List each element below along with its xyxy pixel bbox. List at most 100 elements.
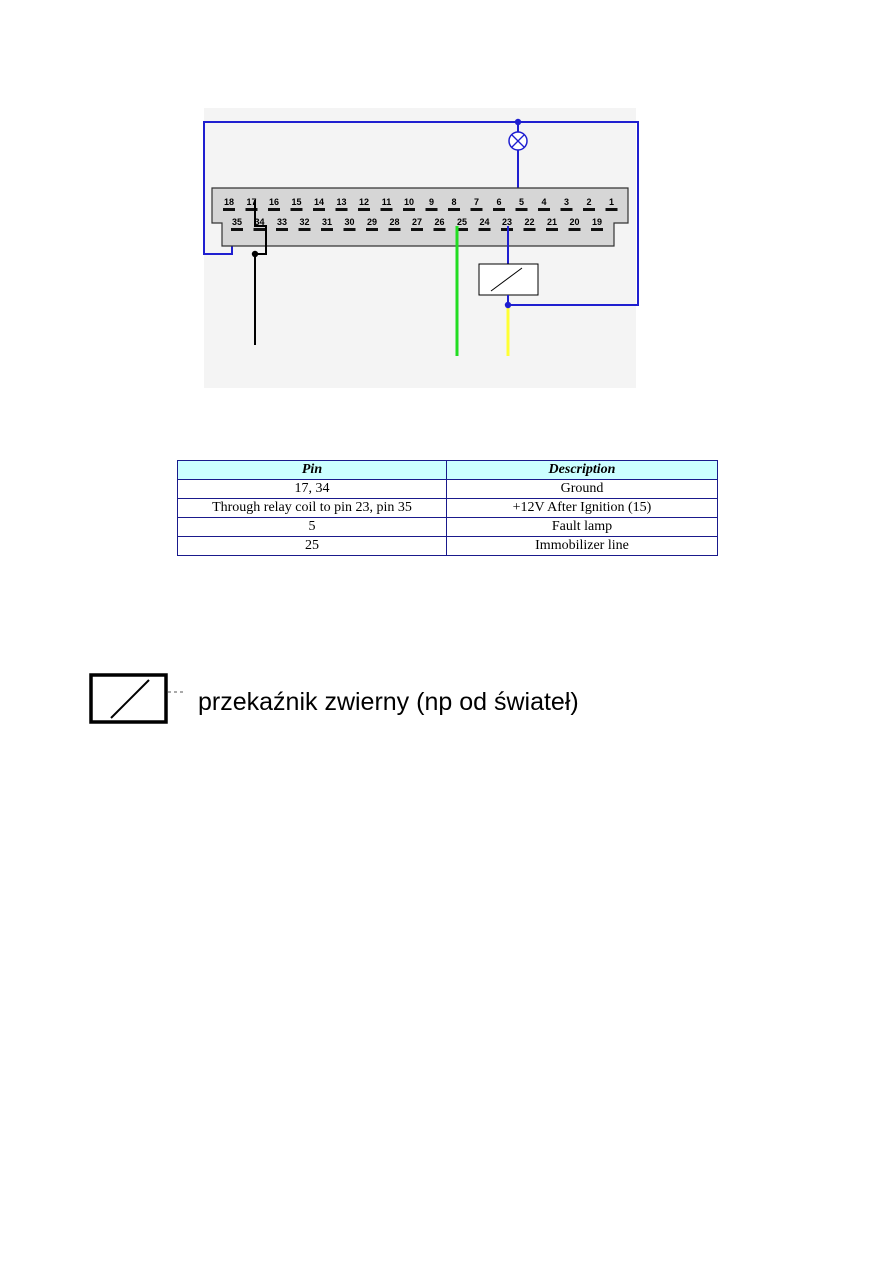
header-pin: Pin <box>177 460 447 480</box>
cell-description: +12V After Ignition (15) <box>446 498 718 518</box>
top-pin-marker-13 <box>335 208 348 211</box>
top-pin-marker-3 <box>560 208 573 211</box>
blue-loop-wire <box>203 121 639 306</box>
bottom-pin-label-19: 19 <box>592 217 602 227</box>
bottom-pin-label-23: 23 <box>502 217 512 227</box>
bottom-pin-label-31: 31 <box>322 217 332 227</box>
top-pin-label-3: 3 <box>564 197 569 207</box>
top-pin-label-2: 2 <box>586 197 591 207</box>
diagram-background <box>204 108 636 388</box>
bottom-pin-marker-34 <box>253 228 266 231</box>
bottom-pin-label-27: 27 <box>412 217 422 227</box>
top-pin-marker-8 <box>448 208 460 211</box>
cell-pin: 5 <box>177 517 447 537</box>
top-pin-marker-15 <box>290 208 303 211</box>
bottom-pin-marker-21 <box>546 228 558 231</box>
top-pin-label-11: 11 <box>382 197 392 207</box>
top-pin-label-6: 6 <box>496 197 501 207</box>
table-row: 17, 34 Ground <box>177 479 718 499</box>
legend-label: przekaźnik zwierny (np od świateł) <box>198 688 579 716</box>
bottom-pin-label-28: 28 <box>389 217 399 227</box>
bottom-pin-marker-25 <box>456 228 468 231</box>
top-pin-marker-11 <box>380 208 393 211</box>
cell-pin: 17, 34 <box>177 479 447 499</box>
top-pin-marker-12 <box>358 208 370 211</box>
bottom-pin-marker-19 <box>591 228 603 231</box>
bottom-pin-marker-32 <box>298 228 311 231</box>
bottom-pin-label-33: 33 <box>277 217 287 227</box>
top-pin-marker-9 <box>425 208 438 211</box>
bottom-pin-marker-28 <box>388 228 401 231</box>
ecu-connector <box>211 187 629 247</box>
junction-dot-top <box>514 118 522 126</box>
bottom-pin-marker-31 <box>321 228 333 231</box>
top-pin-label-9: 9 <box>429 197 434 207</box>
fault-lamp-symbol <box>508 131 528 151</box>
top-pin-label-17: 17 <box>246 197 256 207</box>
bottom-pin-marker-35 <box>231 228 243 231</box>
table-row: 25 Immobilizer line <box>177 536 718 556</box>
bottom-pin-marker-26 <box>433 228 446 231</box>
legend-relay-symbol <box>89 673 168 724</box>
top-pin-marker-10 <box>403 208 415 211</box>
top-pin-label-14: 14 <box>314 197 324 207</box>
cell-pin: Through relay coil to pin 23, pin 35 <box>177 498 447 518</box>
top-pin-marker-1 <box>605 208 618 211</box>
top-pin-label-15: 15 <box>291 197 301 207</box>
cell-description: Ground <box>446 479 718 499</box>
connector-bottom-row: 35 34 33 32 31 30 29 28 27 26 25 24 23 22 21 20 19 <box>231 217 603 231</box>
bottom-pin-marker-20 <box>568 228 581 231</box>
table-row: Through relay coil to pin 23, pin 35 +12… <box>177 498 718 518</box>
top-pin-label-18: 18 <box>224 197 234 207</box>
header-description: Description <box>446 460 718 480</box>
top-pin-marker-17 <box>245 208 258 211</box>
bottom-pin-marker-29 <box>366 228 378 231</box>
top-pin-marker-16 <box>268 208 280 211</box>
top-pin-label-16: 16 <box>269 197 279 207</box>
bottom-pin-label-22: 22 <box>524 217 534 227</box>
top-pin-label-13: 13 <box>336 197 346 207</box>
top-pin-marker-6 <box>493 208 505 211</box>
table-row: 5 Fault lamp <box>177 517 718 537</box>
top-pin-label-7: 7 <box>474 197 479 207</box>
relay-coil-diagonal <box>490 267 523 292</box>
bottom-pin-label-35: 35 <box>232 217 242 227</box>
top-pin-marker-2 <box>583 208 595 211</box>
top-pin-label-12: 12 <box>359 197 369 207</box>
bottom-pin-label-34: 34 <box>254 217 264 227</box>
cell-pin: 25 <box>177 536 447 556</box>
top-pin-marker-18 <box>223 208 235 211</box>
top-pin-marker-5 <box>515 208 528 211</box>
top-pin-label-5: 5 <box>519 197 524 207</box>
top-pin-marker-14 <box>313 208 325 211</box>
bottom-pin-marker-24 <box>478 228 491 231</box>
connector-top-row: 18 17 16 15 14 13 12 11 10 9 8 7 6 5 4 3 2 1 <box>223 197 618 211</box>
top-pin-label-1: 1 <box>609 197 614 207</box>
cell-description: Immobilizer line <box>446 536 718 556</box>
top-pin-label-4: 4 <box>541 197 546 207</box>
bottom-pin-marker-22 <box>523 228 536 231</box>
bottom-pin-label-24: 24 <box>479 217 489 227</box>
legend-relay-diagonal <box>110 679 150 719</box>
bottom-pin-marker-27 <box>411 228 423 231</box>
bottom-pin-label-25: 25 <box>457 217 467 227</box>
bottom-pin-label-29: 29 <box>367 217 377 227</box>
bottom-pin-label-20: 20 <box>569 217 579 227</box>
junction-dot-ground <box>251 250 259 258</box>
pin-description-table: Pin Description 17, 34 Ground Through re… <box>177 460 718 556</box>
relay-coil-symbol <box>478 263 539 296</box>
bottom-pin-label-30: 30 <box>344 217 354 227</box>
table-header-row: Pin Description <box>177 460 718 480</box>
bottom-pin-marker-30 <box>343 228 356 231</box>
top-pin-label-8: 8 <box>451 197 456 207</box>
cell-description: Fault lamp <box>446 517 718 537</box>
top-pin-marker-4 <box>538 208 550 211</box>
bottom-pin-label-21: 21 <box>547 217 557 227</box>
top-pin-marker-7 <box>470 208 483 211</box>
junction-dot-relay <box>504 301 512 309</box>
bottom-pin-label-32: 32 <box>299 217 309 227</box>
bottom-pin-label-26: 26 <box>434 217 444 227</box>
black-ground-bridge <box>254 200 267 255</box>
top-pin-label-10: 10 <box>404 197 414 207</box>
